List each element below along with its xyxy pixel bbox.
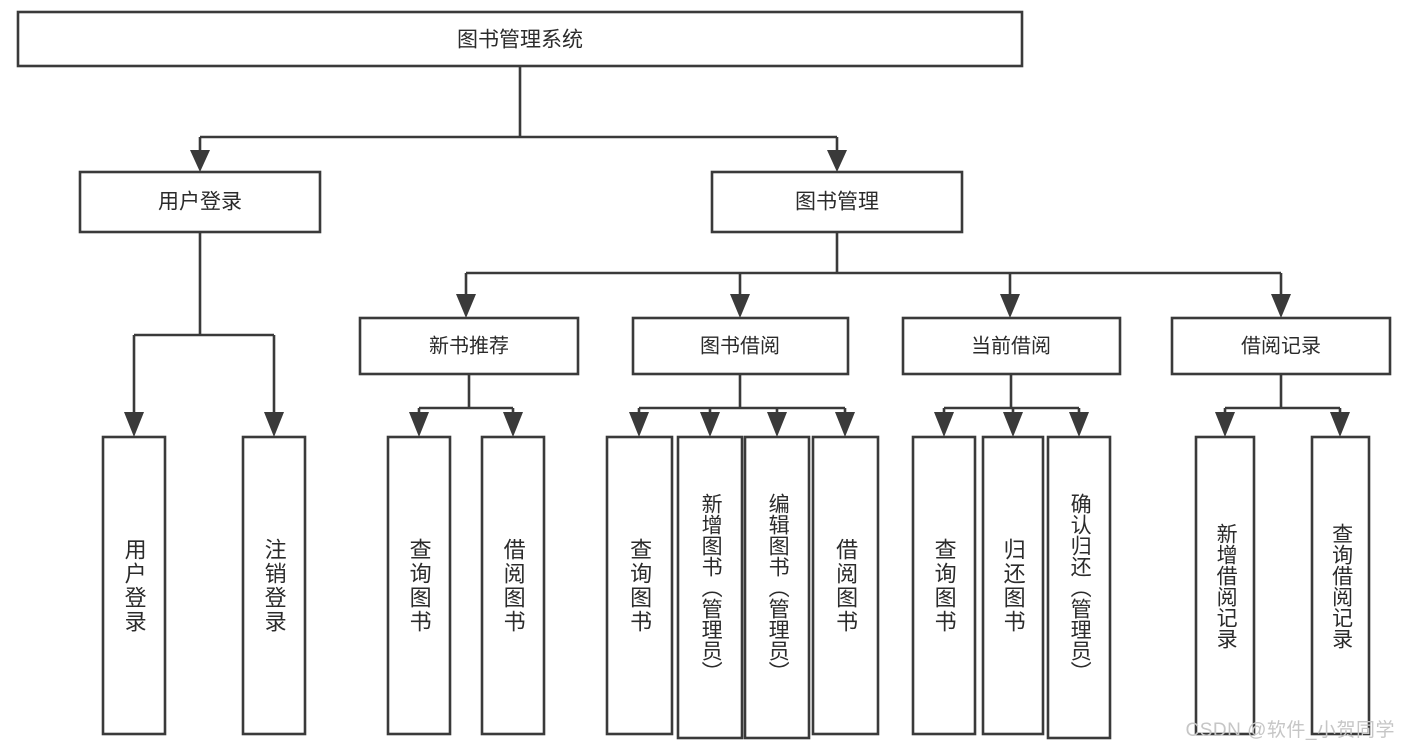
arrow-to-leaf-borrow-book-a xyxy=(503,412,523,437)
connector-layer xyxy=(124,66,1350,437)
arrow-to-leaf-add-book xyxy=(700,412,720,437)
leaf-box-borrow-book-b[interactable] xyxy=(811,435,880,736)
leaf-box-add-record[interactable] xyxy=(1194,435,1256,736)
arrow-to-user-login xyxy=(190,150,210,172)
node-book-management[interactable]: 图书管理 xyxy=(710,170,964,234)
arrow-to-leaf-query-book-c xyxy=(934,412,954,437)
node-user-login-label: 用户登录 xyxy=(158,191,242,214)
node-book-management-label: 图书管理 xyxy=(795,191,879,214)
arrow-to-leaf-query-record xyxy=(1330,412,1350,437)
leaf-box-edit-book[interactable] xyxy=(743,435,811,740)
leaf-box-query-record[interactable] xyxy=(1310,435,1371,736)
leaf-box-query-book-a[interactable] xyxy=(386,435,452,736)
leaf-box-add-book[interactable] xyxy=(676,435,744,740)
edge-userlogin-to-leaves-bus xyxy=(132,232,276,414)
leaf-box-logout[interactable] xyxy=(241,435,307,736)
leaf-box-confirm-return[interactable] xyxy=(1046,435,1112,740)
leaf-box-return-book[interactable] xyxy=(981,435,1045,736)
leaf-box-query-book-c[interactable] xyxy=(911,435,977,736)
arrow-to-leaf-edit-book xyxy=(767,412,787,437)
arrow-to-leaf-logout xyxy=(264,412,284,437)
csdn-watermark: CSDN @软件_小贺同学 xyxy=(1185,720,1395,741)
arrow-to-new-book-rec xyxy=(456,294,476,318)
node-user-login[interactable]: 用户登录 xyxy=(78,170,322,234)
arrow-to-leaf-query-book-a xyxy=(409,412,429,437)
arrow-to-leaf-add-record xyxy=(1215,412,1235,437)
arrow-to-leaf-confirm-return xyxy=(1069,412,1089,437)
node-new-book-recommend-label: 新书推荐 xyxy=(429,334,509,357)
node-book-borrow[interactable]: 图书借阅 xyxy=(631,316,850,376)
edge-currentborrow-to-leaves-bus xyxy=(942,374,1081,414)
arrow-to-book-borrow xyxy=(730,294,750,318)
arrow-to-leaf-query-book-b xyxy=(629,412,649,437)
edge-root-to-level2-bus xyxy=(198,66,839,152)
node-root-label: 图书管理系统 xyxy=(457,29,583,52)
arrow-to-book-manage xyxy=(827,150,847,172)
arrow-to-leaf-return-book xyxy=(1003,412,1023,437)
edge-borrowrecord-to-leaves-bus xyxy=(1223,374,1342,414)
node-root[interactable]: 图书管理系统 xyxy=(16,10,1024,68)
node-layer: 图书管理系统 用户登录 图书管理 新书推荐 图书借阅 当前 xyxy=(16,10,1392,740)
edge-bookmanage-to-level3-bus xyxy=(464,232,1283,296)
node-current-borrow-label: 当前借阅 xyxy=(971,334,1051,357)
node-book-borrow-label: 图书借阅 xyxy=(700,334,780,357)
node-borrow-record-label: 借阅记录 xyxy=(1241,334,1321,357)
arrow-to-current-borrow xyxy=(1000,294,1020,318)
node-new-book-recommend[interactable]: 新书推荐 xyxy=(358,316,580,376)
leaf-box-user-login[interactable] xyxy=(101,435,167,736)
arrow-to-borrow-record xyxy=(1271,294,1291,318)
leaf-box-query-book-b[interactable] xyxy=(605,435,674,736)
arrow-to-leaf-user-login xyxy=(124,412,144,437)
edge-newbook-to-leaves-bus xyxy=(417,374,515,414)
arrow-to-leaf-borrow-book-b xyxy=(835,412,855,437)
node-current-borrow[interactable]: 当前借阅 xyxy=(901,316,1122,376)
node-borrow-record[interactable]: 借阅记录 xyxy=(1170,316,1392,376)
edge-bookborrow-to-leaves-bus xyxy=(637,374,847,414)
leaf-box-borrow-book-a[interactable] xyxy=(480,435,546,736)
